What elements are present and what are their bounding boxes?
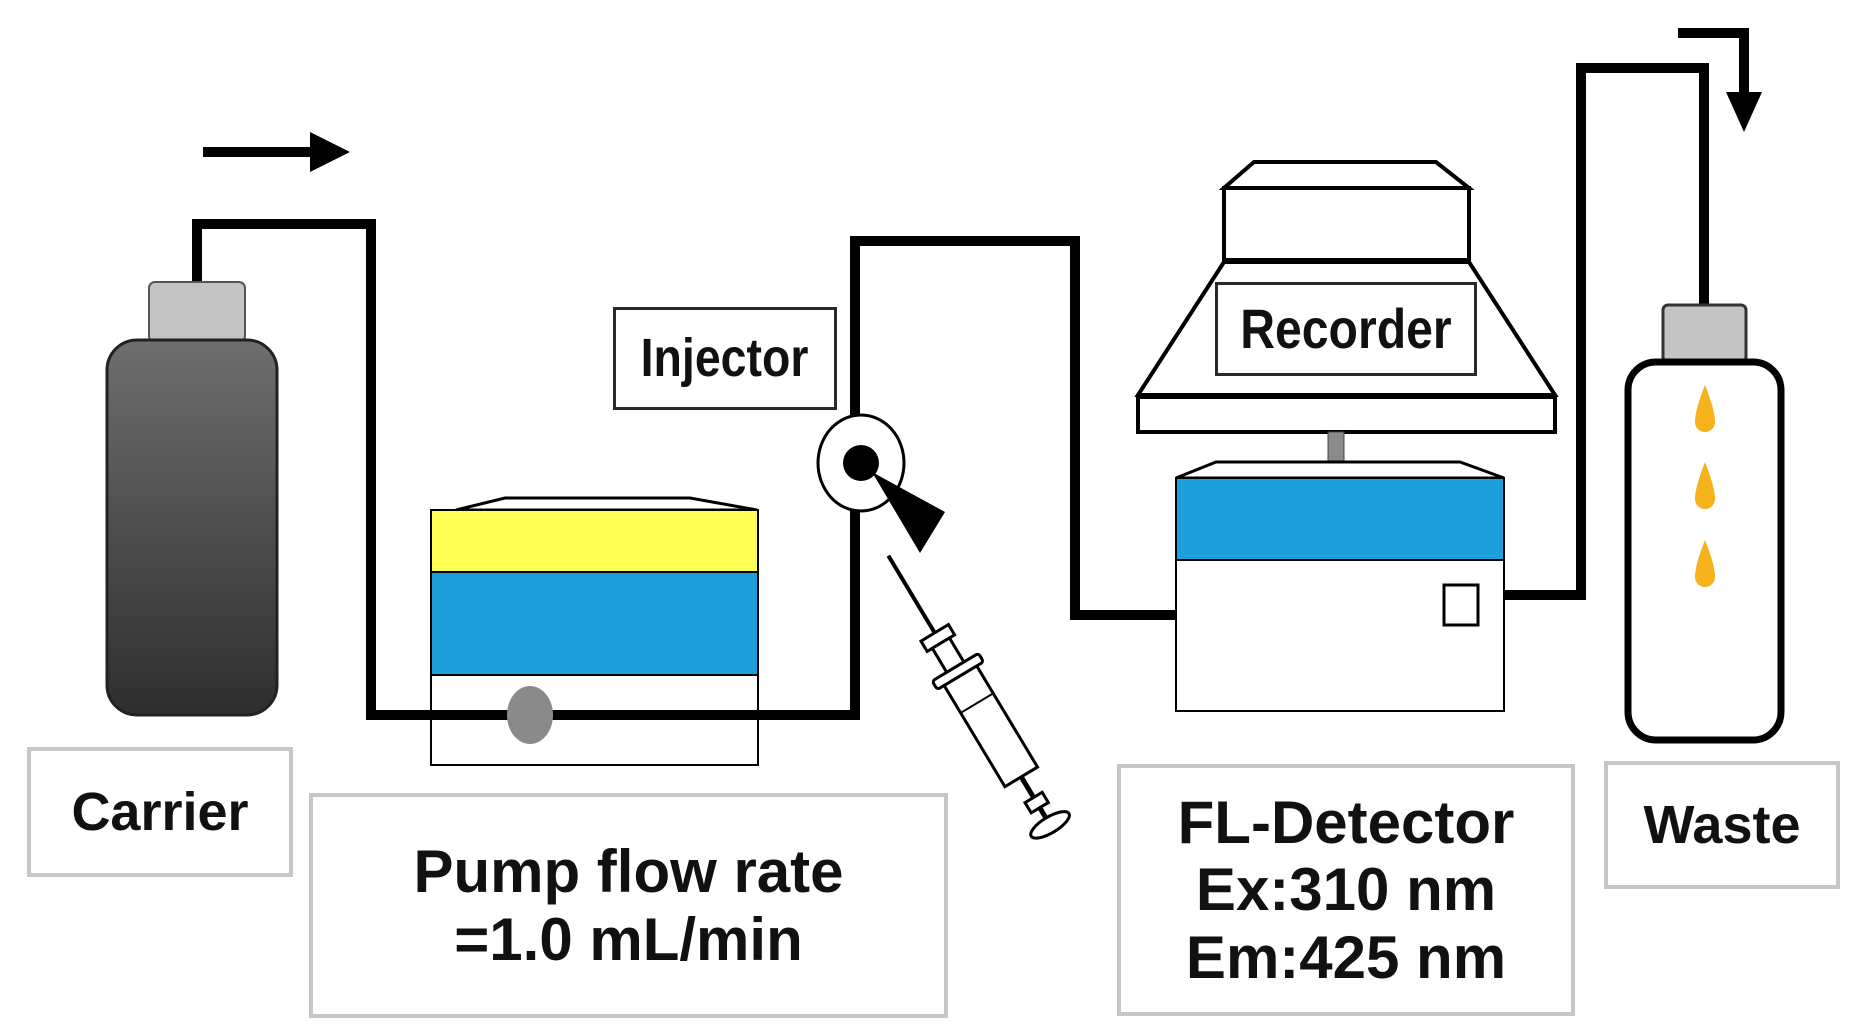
detector-label-line2: Ex:310 nm [1195, 856, 1497, 924]
carrier-label-text: Carrier [71, 781, 249, 842]
waste-outlet-arrow [1678, 28, 1762, 132]
injector-valve [816, 413, 945, 553]
carrier-label: Carrier [27, 747, 293, 877]
waste-label: Waste [1604, 761, 1840, 889]
waste-label-text: Waste [1643, 794, 1801, 855]
injector-label: Injector [613, 307, 837, 410]
syringe-icon [886, 554, 1071, 840]
detector-button [1442, 583, 1480, 627]
pump [430, 496, 759, 766]
flow-direction-arrow [203, 132, 350, 172]
fl-detector [1175, 460, 1505, 712]
carrier-bottle-cap [148, 281, 246, 343]
carrier-bottle-body [105, 338, 279, 717]
drop-icon [1695, 462, 1715, 509]
recorder-label-text: Recorder [1240, 296, 1452, 360]
detector-label-line3: Em:425 nm [1185, 923, 1507, 991]
drop-icon [1695, 385, 1715, 432]
tubing-carrier-to-pump [192, 219, 1176, 720]
pump-roller [507, 686, 553, 744]
detector-label: FL-Detector Ex:310 nm Em:425 nm [1117, 764, 1575, 1016]
waste-bottle [1624, 303, 1785, 744]
carrier-bottle [105, 281, 279, 717]
tubing-detector-to-waste [1504, 63, 1709, 600]
waste-bottle-cap [1661, 303, 1748, 364]
detector-label-line1: FL-Detector [1177, 789, 1515, 857]
injector-label-text: Injector [641, 328, 809, 389]
drop-icon [1695, 540, 1715, 587]
pump-label-line1: Pump flow rate [413, 838, 844, 906]
pump-label-line2: =1.0 mL/min [454, 905, 803, 973]
pump-label: Pump flow rate =1.0 mL/min [309, 793, 948, 1018]
recorder-label: Recorder [1215, 282, 1477, 376]
